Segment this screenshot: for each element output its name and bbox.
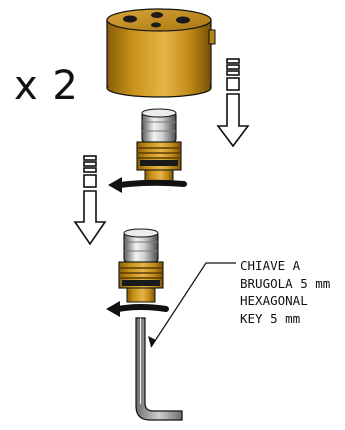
valve-cartridge-icon <box>136 108 182 183</box>
quantity-label: x 2 <box>14 63 79 109</box>
callout-text: CHIAVE A BRUGOLA 5 mm HEXAGONAL KEY 5 mm <box>240 257 330 327</box>
down-arrow-icon <box>73 155 107 246</box>
valve-cartridge-icon <box>118 228 164 303</box>
callout-line: KEY 5 mm <box>240 310 301 326</box>
callout-leader <box>148 262 236 348</box>
callout-line: CHIAVE A <box>240 258 301 273</box>
down-arrow-icon <box>216 58 250 148</box>
hex-key-icon <box>135 317 183 421</box>
callout-line: HEXAGONAL <box>240 293 308 308</box>
brass-cap-icon <box>106 8 216 98</box>
rotate-arrow-icon <box>106 301 169 317</box>
rotate-arrow-icon <box>108 177 187 193</box>
callout-line: BRUGOLA 5 mm <box>240 275 331 291</box>
